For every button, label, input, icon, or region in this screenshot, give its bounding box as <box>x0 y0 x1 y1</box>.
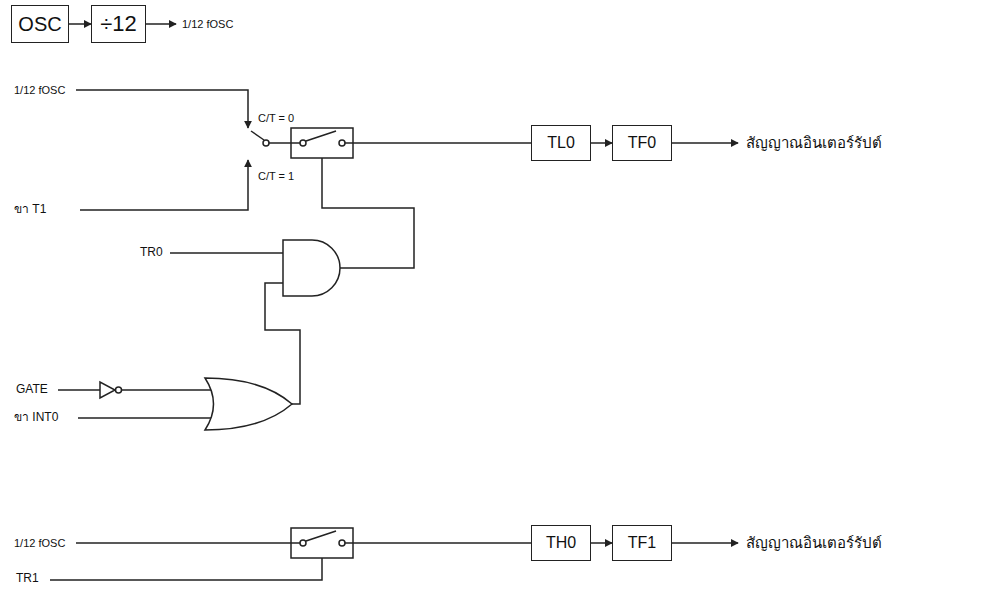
control-wire <box>50 558 322 580</box>
pin-label: ขา T1 <box>12 203 48 217</box>
register-name: TF1 <box>628 534 656 552</box>
register-box: TF0 <box>612 125 672 161</box>
count-wire <box>353 542 531 544</box>
mode-label: C/T = 1 <box>256 170 296 183</box>
interrupt-label: สัญญาณอินเตอร์รัปต์ <box>744 534 884 551</box>
tr0-wire <box>170 252 283 254</box>
register-name: ÷12 <box>100 12 137 36</box>
register-box: TL0 <box>531 125 591 161</box>
signal-arrow <box>591 142 612 144</box>
switch-lever <box>306 531 336 541</box>
switch-box <box>291 128 353 158</box>
pin-label: ขา INT0 <box>12 411 60 425</box>
gate-wire <box>122 389 213 391</box>
signal-label: TR1 <box>14 572 41 586</box>
control-wire <box>322 158 414 268</box>
clock-label: 1/12 fOSC <box>12 537 67 550</box>
not-bubble <box>116 387 122 393</box>
register-box: TF1 <box>612 525 672 561</box>
signal-arrow <box>591 542 612 544</box>
switch-contact <box>300 540 306 546</box>
signal-label: GATE <box>14 383 50 397</box>
selector-pivot <box>263 140 269 146</box>
pin-wire <box>80 160 248 210</box>
register-box: OSC <box>11 5 69 43</box>
register-box: TH0 <box>531 525 591 561</box>
register-name: OSC <box>18 13 61 35</box>
interrupt-label: สัญญาณอินเตอร์รัปต์ <box>744 134 884 151</box>
signal-label: TR0 <box>138 246 165 260</box>
clock-wire <box>76 90 248 128</box>
switch-wire <box>345 542 353 544</box>
switch-wire <box>291 142 300 144</box>
int0-wire <box>78 417 212 419</box>
switch-contact <box>339 140 345 146</box>
clock-label: 1/12 fOSC <box>12 84 67 97</box>
interrupt-wire <box>672 542 738 544</box>
switch-wire <box>269 142 291 144</box>
switch-contact <box>339 540 345 546</box>
and-gate <box>283 240 340 296</box>
register-box: ÷12 <box>91 5 146 43</box>
switch-lever <box>306 131 336 141</box>
switch-box <box>291 528 353 558</box>
count-wire <box>353 142 531 144</box>
register-name: TH0 <box>546 534 576 552</box>
switch-wire <box>345 142 353 144</box>
interrupt-wire <box>672 142 738 144</box>
register-name: TF0 <box>628 134 656 152</box>
clock-wire <box>146 23 176 25</box>
switch-wire <box>291 542 300 544</box>
mode-label: C/T = 0 <box>256 112 296 125</box>
selector-lever <box>251 131 264 140</box>
clock-wire <box>76 542 291 544</box>
or-gate <box>205 378 292 430</box>
gate-wire <box>265 283 300 404</box>
signal-arrow <box>69 23 91 25</box>
not-gate <box>100 382 115 398</box>
register-name: TL0 <box>547 134 575 152</box>
switch-contact <box>300 140 306 146</box>
clock-label: 1/12 fOSC <box>180 18 235 31</box>
gate-wire <box>58 389 100 391</box>
